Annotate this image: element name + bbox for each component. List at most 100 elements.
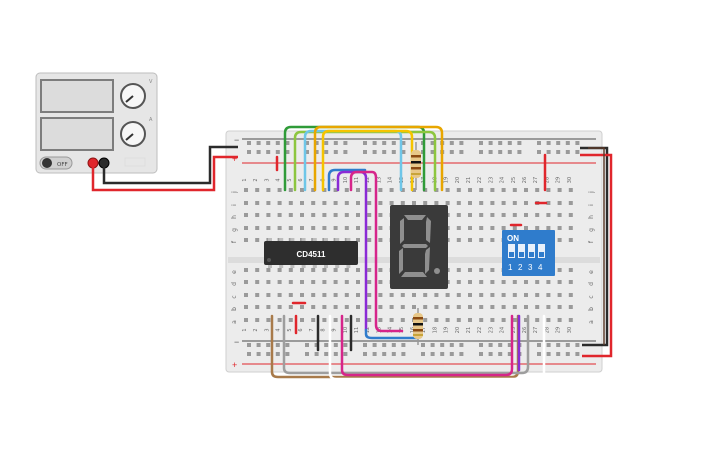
terminal-hole[interactable] (300, 305, 304, 309)
rail-hole[interactable] (449, 141, 454, 145)
terminal-hole[interactable] (568, 238, 573, 242)
terminal-hole[interactable] (535, 318, 540, 322)
terminal-hole[interactable] (322, 318, 327, 322)
terminal-hole[interactable] (479, 213, 484, 217)
terminal-hole[interactable] (468, 305, 472, 309)
terminal-hole[interactable] (468, 238, 472, 242)
terminal-hole[interactable] (288, 201, 293, 205)
rail-hole[interactable] (498, 352, 503, 356)
terminal-hole[interactable] (378, 238, 383, 242)
lower-jumper-wires[interactable] (270, 153, 548, 381)
terminal-hole[interactable] (568, 318, 573, 322)
wire-magenta-bottom[interactable] (340, 314, 514, 377)
terminal-hole[interactable] (300, 293, 304, 297)
terminal-hole[interactable] (244, 213, 248, 217)
rail-hole[interactable] (449, 150, 454, 154)
terminal-hole[interactable] (524, 280, 528, 284)
terminal-hole[interactable] (378, 188, 383, 192)
rail-hole[interactable] (507, 343, 512, 347)
power-switch[interactable]: OFF (39, 156, 73, 170)
terminal-hole[interactable] (378, 280, 383, 284)
terminal-hole[interactable] (557, 226, 562, 230)
terminal-hole[interactable] (356, 201, 360, 205)
terminal-hole[interactable] (356, 305, 360, 309)
terminal-hole[interactable] (546, 318, 551, 322)
terminal-hole[interactable] (490, 305, 495, 309)
terminal-hole[interactable] (300, 268, 304, 272)
terminal-hole[interactable] (423, 201, 428, 205)
terminal-hole[interactable] (333, 226, 338, 230)
terminal-hole[interactable] (311, 268, 316, 272)
rail-hole[interactable] (449, 352, 454, 356)
terminal-hole[interactable] (378, 305, 383, 309)
terminal-hole[interactable] (367, 280, 372, 284)
terminal-hole[interactable] (266, 268, 271, 272)
rail-hole[interactable] (479, 343, 483, 347)
terminal-hole[interactable] (445, 305, 450, 309)
rail-hole[interactable] (498, 150, 503, 154)
terminal-hole[interactable] (490, 201, 495, 205)
rail-hole[interactable] (488, 352, 493, 356)
terminal-hole[interactable] (557, 213, 562, 217)
terminal-hole[interactable] (344, 213, 349, 217)
terminal-hole[interactable] (524, 201, 528, 205)
terminal-hole[interactable] (535, 280, 540, 284)
terminal-hole[interactable] (490, 188, 495, 192)
terminal-hole[interactable] (344, 268, 349, 272)
terminal-hole[interactable] (546, 280, 551, 284)
rail-hole[interactable] (285, 343, 290, 347)
terminal-hole[interactable] (468, 226, 472, 230)
rail-hole[interactable] (459, 150, 464, 154)
rail-hole[interactable] (247, 343, 251, 347)
terminal-hole[interactable] (512, 213, 517, 217)
terminal-hole[interactable] (255, 318, 260, 322)
rail-hole[interactable] (421, 343, 425, 347)
terminal-hole[interactable] (367, 188, 372, 192)
terminal-hole[interactable] (255, 280, 260, 284)
terminal-hole[interactable] (255, 238, 260, 242)
terminal-hole[interactable] (456, 188, 461, 192)
terminal-hole[interactable] (423, 318, 428, 322)
rail-hole[interactable] (275, 352, 280, 356)
terminal-hole[interactable] (501, 226, 506, 230)
terminal-hole[interactable] (244, 188, 248, 192)
rail-hole[interactable] (401, 343, 406, 347)
rail-hole[interactable] (565, 343, 570, 347)
terminal-hole[interactable] (356, 268, 360, 272)
terminal-hole[interactable] (400, 188, 405, 192)
rail-hole[interactable] (382, 141, 387, 145)
dip-toggle-2[interactable] (518, 244, 525, 258)
terminal-hole[interactable] (255, 293, 260, 297)
terminal-hole[interactable] (456, 318, 461, 322)
rail-hole[interactable] (333, 150, 338, 154)
terminal-hole[interactable] (524, 305, 528, 309)
rail-hole[interactable] (372, 352, 377, 356)
terminal-hole[interactable] (311, 213, 316, 217)
rail-hole[interactable] (488, 141, 493, 145)
terminal-hole[interactable] (524, 293, 528, 297)
terminal-hole[interactable] (311, 188, 316, 192)
rail-hole[interactable] (382, 352, 387, 356)
terminal-hole[interactable] (378, 318, 383, 322)
rail-hole[interactable] (333, 343, 338, 347)
terminal-hole[interactable] (568, 226, 573, 230)
terminal-hole[interactable] (546, 213, 551, 217)
terminal-hole[interactable] (490, 238, 495, 242)
rail-hole[interactable] (372, 150, 377, 154)
terminal-hole[interactable] (468, 188, 472, 192)
terminal-hole[interactable] (300, 318, 304, 322)
terminal-hole[interactable] (568, 293, 573, 297)
terminal-hole[interactable] (412, 293, 416, 297)
terminal-hole[interactable] (400, 305, 405, 309)
wire-magenta-top[interactable] (349, 170, 368, 192)
terminal-hole[interactable] (244, 305, 248, 309)
rail-hole[interactable] (266, 352, 271, 356)
terminal-hole[interactable] (311, 201, 316, 205)
terminal-hole[interactable] (434, 305, 439, 309)
rail-hole[interactable] (556, 352, 561, 356)
terminal-hole[interactable] (255, 268, 260, 272)
rail-hole[interactable] (343, 150, 348, 154)
terminal-hole[interactable] (434, 318, 439, 322)
terminal-hole[interactable] (333, 305, 338, 309)
terminal-hole[interactable] (266, 318, 271, 322)
